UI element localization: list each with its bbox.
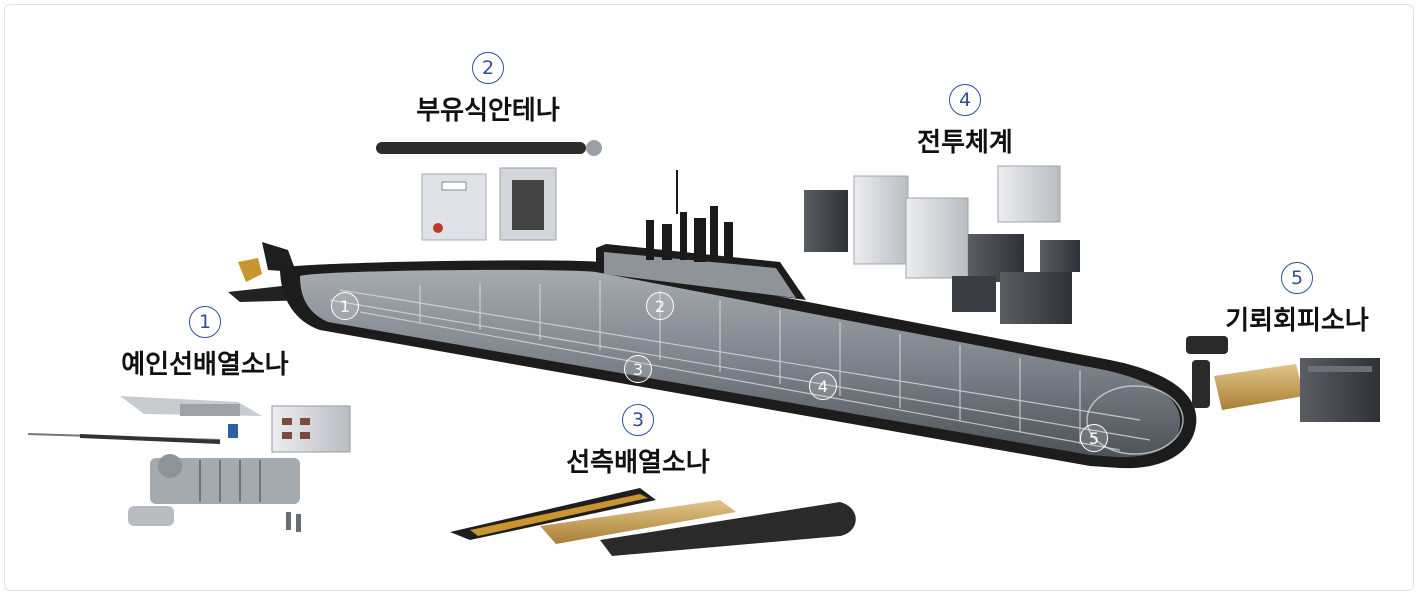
callout-number: 5 <box>1281 262 1313 294</box>
mast-antenna <box>676 170 678 214</box>
callout-number: 3 <box>622 404 654 436</box>
mast <box>710 206 718 262</box>
submarine-rudder <box>262 242 296 272</box>
submarine-bow-dome <box>1086 385 1184 455</box>
mine-avoidance-sonar-equipment <box>1186 336 1380 422</box>
submarine-interior-detail <box>329 280 1151 451</box>
callout-number: 1 <box>189 306 221 338</box>
hull-marker-5: 5 <box>1080 424 1108 452</box>
mast <box>662 224 672 260</box>
callout-title: 선측배열소나 <box>566 448 710 478</box>
combat-system-equipment <box>804 165 1080 324</box>
submarine-cutaway <box>228 170 1197 469</box>
callout-buoyant-antenna: 2 부유식안테나 <box>388 52 588 127</box>
hull-marker-1: 1 <box>331 292 359 320</box>
flank-array-sonar-equipment <box>450 488 856 556</box>
callout-towed-array-sonar: 1 예인선배열소나 <box>98 306 312 381</box>
callout-combat-system: 4 전투체계 <box>890 84 1040 159</box>
callout-title: 예인선배열소나 <box>121 350 289 380</box>
hull-marker-2: 2 <box>646 292 674 320</box>
towed-array-sonar-equipment <box>27 396 351 532</box>
callout-number: 4 <box>949 84 981 116</box>
hull-marker-4: 4 <box>809 372 837 400</box>
callout-title: 부유식안테나 <box>416 96 560 126</box>
mast <box>724 222 733 262</box>
callout-title: 전투체계 <box>917 128 1013 158</box>
callout-mine-avoidance-sonar: 5 기뢰회피소나 <box>1202 262 1392 337</box>
callout-title: 기뢰회피소나 <box>1225 306 1369 336</box>
image-frame <box>4 4 1414 591</box>
mast <box>646 220 654 260</box>
hull-marker-3: 3 <box>624 355 652 383</box>
submarine-propeller <box>238 258 262 282</box>
submarine-sail-interior <box>604 252 796 298</box>
buoyant-antenna-equipment <box>376 140 602 241</box>
mast <box>694 218 706 262</box>
callout-flank-array-sonar: 3 선측배열소나 <box>545 404 731 479</box>
callout-number: 2 <box>472 52 504 84</box>
mast <box>680 212 687 260</box>
